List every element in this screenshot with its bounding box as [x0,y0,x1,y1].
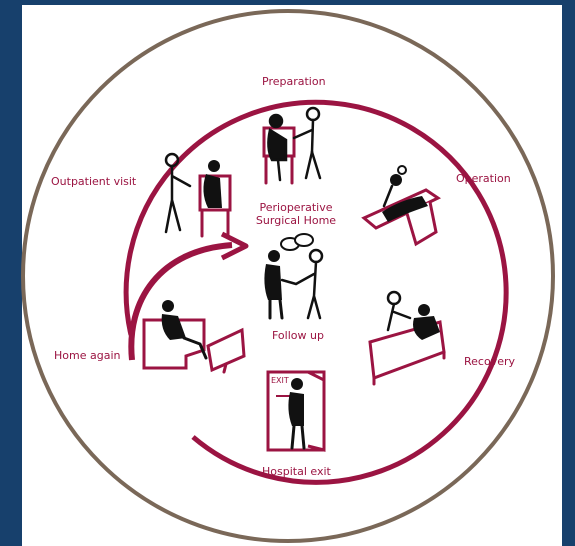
label-preparation: Preparation [262,75,326,88]
sofa-tv-icon [142,300,246,374]
label-recovery: Recovery [464,355,516,368]
consultation-icon [262,106,322,185]
outer-ring [21,9,555,543]
center-title-line1: Perioperative [259,201,333,214]
label-home-again: Home again [54,349,121,362]
exit-sign: EXIT [271,376,289,385]
center-title-line2: Surgical Home [255,214,337,227]
hospital-bed-icon [368,290,446,386]
cycle-arc [123,99,509,485]
exit-door-icon [266,370,326,452]
return-arrow [128,242,233,361]
label-operation: Operation [456,172,511,185]
handshake-icon [264,233,324,320]
label-outpatient-visit: Outpatient visit [51,175,137,188]
center-title: Perioperative Surgical Home [246,201,346,227]
return-arrowhead-icon [220,231,249,261]
diagram-panel [22,5,562,546]
label-follow-up: Follow up [272,329,324,342]
operating-table-icon [361,165,442,247]
label-hospital-exit: Hospital exit [262,465,331,478]
outpatient-consult-icon [164,152,232,238]
